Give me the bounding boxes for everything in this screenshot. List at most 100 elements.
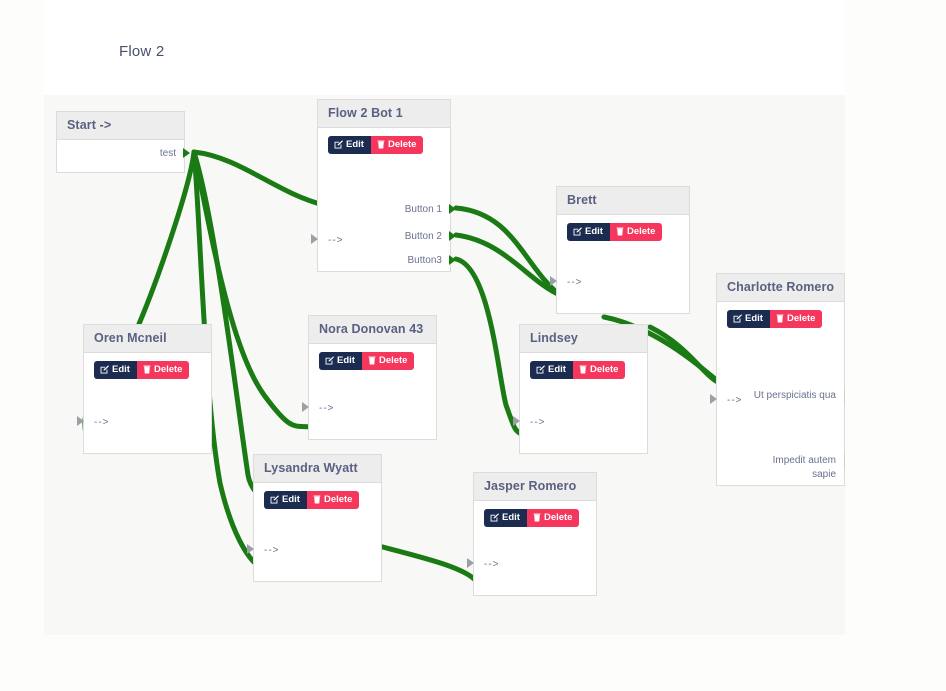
delete-button-label: Delete: [786, 313, 816, 324]
input-port-brett[interactable]: -->: [567, 277, 583, 288]
trash-icon: [776, 314, 784, 323]
edit-button-label: Edit: [337, 355, 355, 366]
node-body: Edit Delete: [84, 353, 211, 379]
edit-button-label: Edit: [745, 313, 763, 324]
node-start[interactable]: Start -> test: [56, 111, 190, 173]
edit-button-label: Edit: [548, 364, 566, 375]
delete-button[interactable]: Delete: [609, 223, 663, 241]
output-port-text-2[interactable]: Impedit autem sapie: [772, 455, 836, 480]
input-anchor-nora: [302, 402, 309, 412]
output-anchor-2: [449, 231, 456, 241]
node-action-row: Edit Delete: [254, 483, 381, 509]
node-action-row: Edit Delete: [717, 302, 844, 328]
edit-button-label: Edit: [112, 364, 130, 375]
node-action-row: Edit Delete: [520, 353, 647, 379]
output-port-text-1[interactable]: Ut perspiciatis qua: [753, 390, 836, 401]
output-port-button3[interactable]: Button3: [407, 255, 442, 266]
delete-button[interactable]: Delete: [361, 352, 415, 370]
trash-icon: [533, 513, 541, 522]
page-title: Flow 2: [119, 43, 165, 60]
input-anchor-lindsey: [513, 416, 520, 426]
input-anchor-flow2bot1: [311, 234, 318, 244]
output-anchor-3: [449, 255, 456, 265]
pencil-square-icon: [490, 513, 499, 522]
input-anchor-brett: [550, 276, 557, 286]
input-port-lindsey[interactable]: -->: [530, 417, 546, 428]
pencil-square-icon: [325, 356, 334, 365]
delete-button[interactable]: Delete: [306, 491, 360, 509]
input-port-charlotte[interactable]: -->: [727, 395, 743, 406]
edit-button[interactable]: Edit: [484, 509, 527, 527]
trash-icon: [616, 227, 624, 236]
delete-button-label: Delete: [153, 364, 183, 375]
delete-button[interactable]: Delete: [769, 310, 823, 328]
edit-button[interactable]: Edit: [94, 361, 137, 379]
node-title: Jasper Romero: [474, 473, 596, 501]
edit-button-label: Edit: [502, 512, 520, 523]
node-body: Edit Delete: [557, 215, 689, 241]
pencil-square-icon: [334, 140, 343, 149]
output-anchor-1: [449, 204, 456, 214]
edit-button[interactable]: Edit: [727, 310, 770, 328]
input-port-flow2bot1[interactable]: -->: [328, 235, 344, 246]
header-band: Flow 2: [44, 0, 845, 95]
input-anchor-charlotte: [710, 394, 717, 404]
delete-button-label: Delete: [323, 494, 353, 505]
output-port-button-2[interactable]: Button 2: [404, 231, 442, 242]
node-body: Edit Delete: [309, 344, 436, 370]
edit-button[interactable]: Edit: [264, 491, 307, 509]
delete-button[interactable]: Delete: [572, 361, 626, 379]
edit-button-label: Edit: [282, 494, 300, 505]
node-action-row: Edit Delete: [474, 501, 596, 527]
pencil-square-icon: [536, 365, 545, 374]
edit-button[interactable]: Edit: [567, 223, 610, 241]
output-anchor-test: [183, 148, 190, 158]
delete-button[interactable]: Delete: [526, 509, 580, 527]
pencil-square-icon: [573, 227, 582, 236]
pencil-square-icon: [270, 495, 279, 504]
edit-button-label: Edit: [346, 139, 364, 150]
delete-button-label: Delete: [387, 139, 417, 150]
edit-button[interactable]: Edit: [530, 361, 573, 379]
node-title: Start ->: [57, 112, 184, 140]
delete-button[interactable]: Delete: [370, 136, 424, 154]
input-port-jasper[interactable]: -->: [484, 559, 500, 570]
trash-icon: [377, 140, 385, 149]
edit-button[interactable]: Edit: [328, 136, 371, 154]
node-action-row: Edit Delete: [309, 344, 436, 370]
input-port-oren[interactable]: -->: [94, 417, 110, 428]
node-body: Edit Delete: [318, 128, 450, 154]
node-nora[interactable]: Nora Donovan 43 Edit Delete -->: [302, 315, 437, 440]
output-port-test[interactable]: test: [159, 148, 176, 159]
delete-button-label: Delete: [378, 355, 408, 366]
pencil-square-icon: [733, 314, 742, 323]
input-anchor-oren: [77, 416, 84, 426]
delete-button-label: Delete: [626, 226, 656, 237]
node-title: Lindsey: [520, 325, 647, 353]
node-action-row: Edit Delete: [557, 215, 689, 241]
output-port-button-1[interactable]: Button 1: [404, 204, 442, 215]
delete-button-label: Delete: [543, 512, 573, 523]
node-title: Nora Donovan 43: [309, 316, 436, 344]
edge-6: [453, 232, 563, 298]
edit-button[interactable]: Edit: [319, 352, 362, 370]
node-body: Edit Delete: [474, 501, 596, 527]
input-port-lysandra[interactable]: -->: [264, 545, 280, 556]
delete-button[interactable]: Delete: [136, 361, 190, 379]
node-body: Edit Delete: [254, 483, 381, 509]
input-anchor-lysandra: [247, 544, 254, 554]
trash-icon: [313, 495, 321, 504]
input-anchor-jasper: [467, 558, 474, 568]
input-port-nora[interactable]: -->: [319, 403, 335, 414]
trash-icon: [143, 365, 151, 374]
pencil-square-icon: [100, 365, 109, 374]
